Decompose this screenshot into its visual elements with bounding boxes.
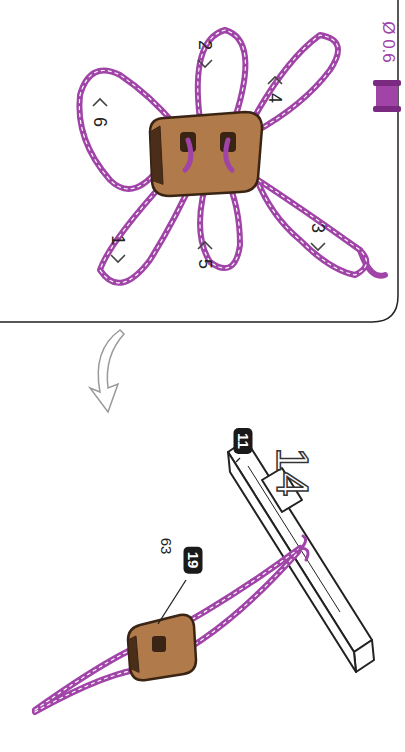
cord-block [35,536,308,712]
sequence-number: 1 [109,235,127,245]
leader-line [158,580,186,624]
callout-box: 19 [184,547,203,574]
knot-detail [79,30,385,283]
sequence-chevron [93,60,325,262]
step-arrow [90,330,124,412]
callout-box: 11 [234,428,253,454]
callout-number: 11 [236,433,251,449]
leader-line [236,458,240,462]
sequence-number: 2 [196,40,214,50]
step-number: 14 [270,448,314,497]
sequence-number: 6 [91,117,109,127]
panel-border [0,0,398,322]
thread-spool-icon [373,80,401,112]
thread-size: Ø 0.6 [380,21,397,63]
sequence-number: 3 [309,223,327,233]
sequence-number: 4 [266,93,284,103]
sequence-number: 5 [196,259,214,269]
wooden-rod [228,440,374,672]
quantity-number: 63 [159,538,174,555]
callout-number: 19 [186,552,201,569]
